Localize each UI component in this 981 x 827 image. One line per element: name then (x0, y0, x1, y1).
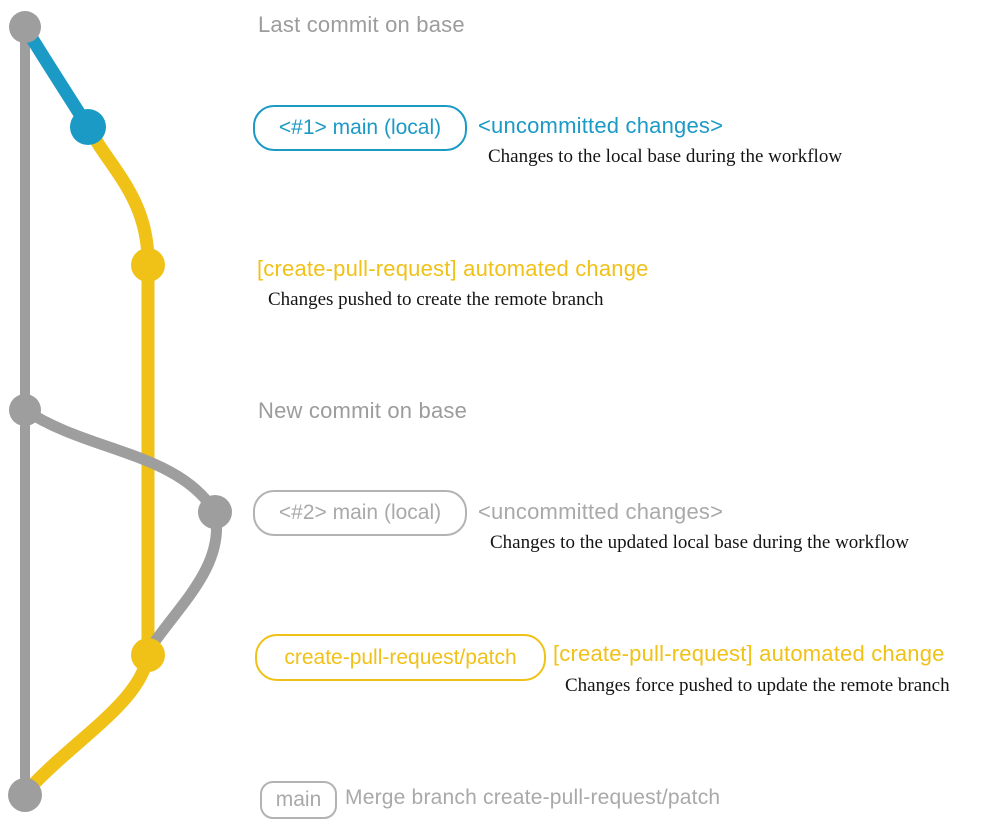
rebase-edge-out (21, 405, 220, 516)
branch-label-main-local-1: <#1> main (local) (253, 105, 467, 151)
branch-label-main-local-2: <#2> main (local) (253, 490, 467, 536)
patch-branch-curve (82, 123, 155, 263)
commit-desc-automated-2: Changes force pushed to update the remot… (565, 675, 950, 696)
merge-edge (22, 653, 155, 796)
commit-title-merge: Merge branch create-pull-request/patch (345, 786, 721, 809)
commit-node-last-base (9, 11, 41, 43)
annotation-new-commit-on-base: New commit on base (258, 398, 468, 423)
commit-desc-uncommitted-1: Changes to the local base during the wor… (488, 146, 843, 167)
commit-desc-uncommitted-2: Changes to the updated local base during… (490, 532, 909, 553)
commit-node-automated-1 (131, 248, 165, 282)
branch-label-main: main (260, 781, 337, 819)
commit-title-uncommitted-1: <uncommitted changes> (478, 113, 724, 138)
commit-desc-automated-1: Changes pushed to create the remote bran… (268, 289, 604, 310)
annotation-last-commit-on-base: Last commit on base (258, 12, 465, 37)
rebase-edge-in (144, 510, 222, 654)
commit-node-merge (8, 778, 42, 812)
commit-node-uncommitted-2 (198, 495, 232, 529)
commit-title-automated-1: [create-pull-request] automated change (257, 256, 649, 281)
commit-title-automated-2: [create-pull-request] automated change (553, 641, 945, 666)
commit-node-uncommitted-1 (70, 109, 106, 145)
commit-title-uncommitted-2: <uncommitted changes> (478, 499, 724, 524)
commit-node-automated-2 (131, 638, 165, 672)
branch-label-patch: create-pull-request/patch (255, 634, 546, 681)
commit-node-new-base (9, 394, 41, 426)
